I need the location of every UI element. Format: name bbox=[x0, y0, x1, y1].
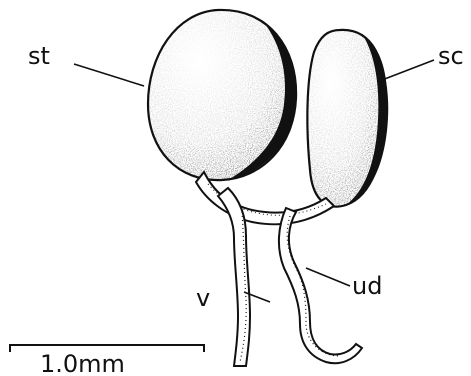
stomach bbox=[148, 10, 297, 180]
label-sc: sc bbox=[438, 42, 464, 70]
label-st: st bbox=[28, 42, 50, 70]
leader-line-sc bbox=[382, 60, 434, 80]
label-v: v bbox=[196, 284, 210, 312]
label-ud: ud bbox=[352, 272, 382, 300]
leader-line-ud bbox=[306, 268, 350, 286]
scale-bar: 1.0mm bbox=[10, 345, 204, 376]
leader-line-st bbox=[74, 64, 144, 86]
spermatheca bbox=[307, 30, 388, 207]
scale-bar-label: 1.0mm bbox=[40, 350, 125, 376]
